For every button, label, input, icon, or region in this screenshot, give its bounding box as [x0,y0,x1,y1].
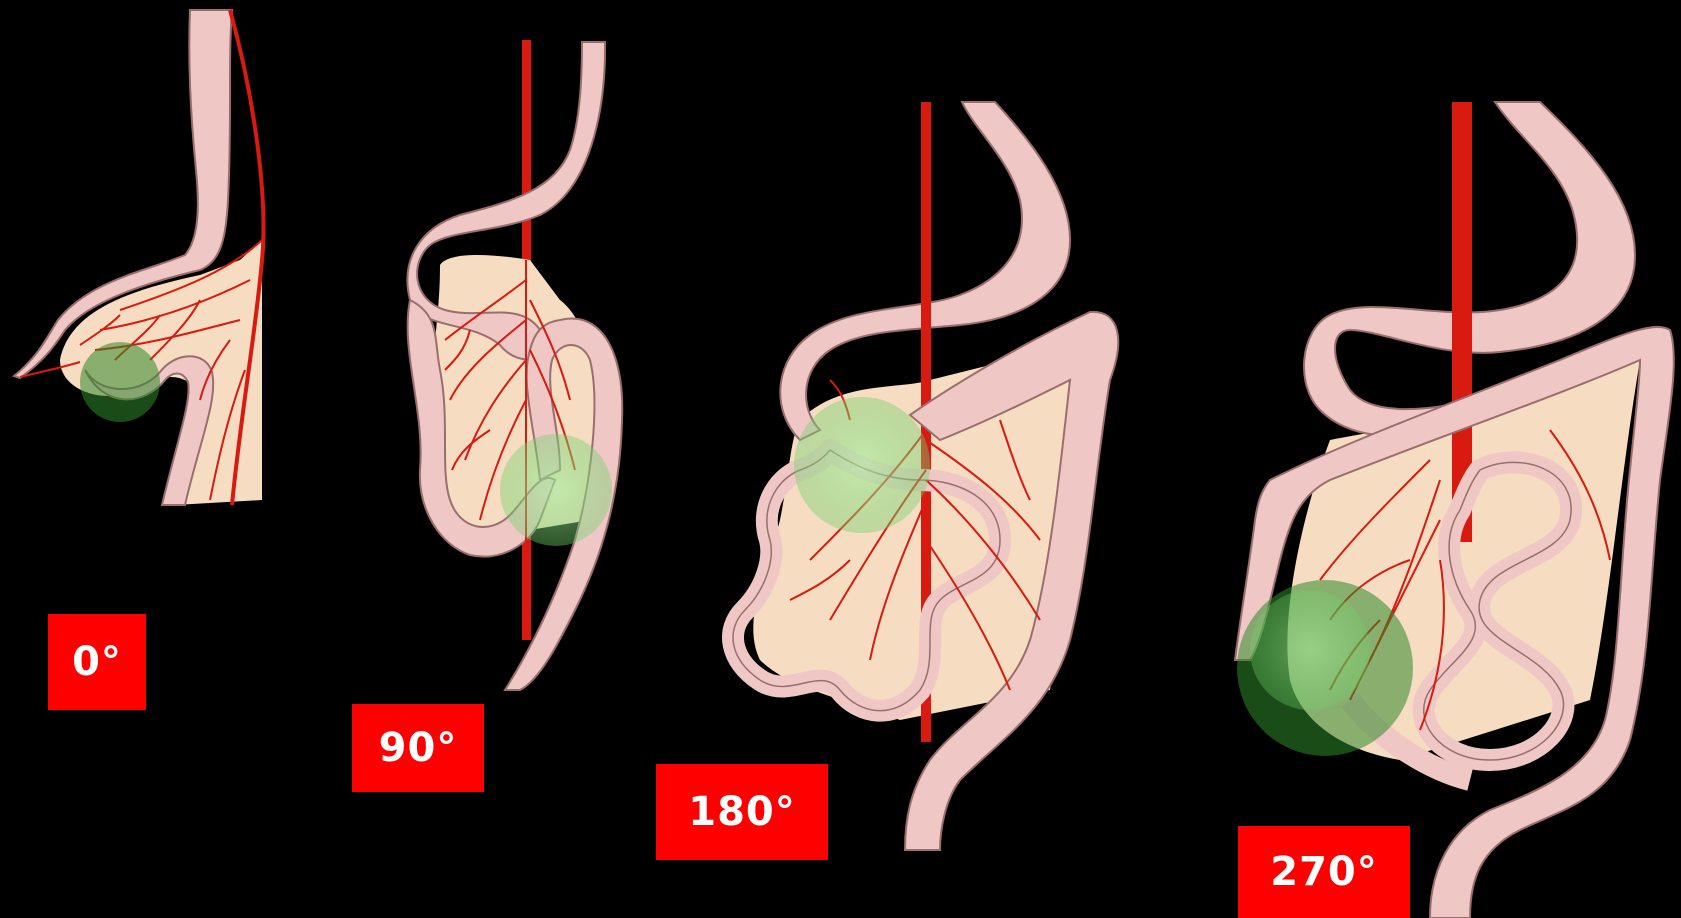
cecum-highlight [794,397,930,533]
cecum-highlight [80,342,160,422]
rotation-label-180: 180° [656,764,828,860]
cecum-highlight [500,434,612,546]
gut-illustration-180-degrees [733,102,1118,850]
gut-illustration-90-degrees [407,40,622,690]
gut-illustration-270-degrees [1235,102,1674,918]
rotation-label-0: 0° [48,614,146,710]
rotation-label-90: 90° [352,704,484,792]
rotation-label-270: 270° [1238,826,1410,918]
gut-illustration-0-degrees [14,10,263,505]
